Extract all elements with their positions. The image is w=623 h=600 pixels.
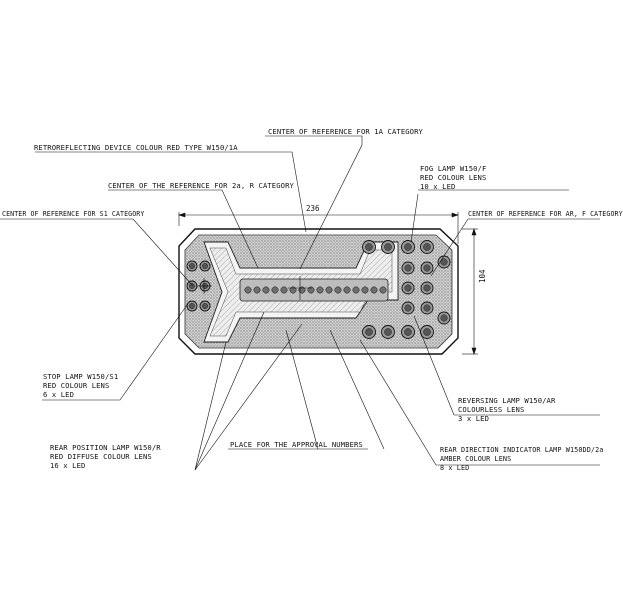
label-center-ar-f: CENTER OF REFERENCE FOR AR, F CATEGORY xyxy=(468,210,623,218)
leader-lines xyxy=(0,135,600,471)
led-reversing xyxy=(401,281,415,295)
led-position xyxy=(343,286,351,294)
stop-lamp-strip xyxy=(239,278,389,302)
led-position xyxy=(370,286,378,294)
led-position xyxy=(334,286,342,294)
led-indicator xyxy=(401,261,415,275)
width-dimension: 236 xyxy=(306,204,320,213)
label-center-s1: CENTER OF REFERENCE FOR S1 CATEGORY xyxy=(2,210,145,218)
led-position xyxy=(271,286,279,294)
led-position xyxy=(253,286,261,294)
led-indicator xyxy=(437,255,451,269)
label-reversing-lamp: REVERSING LAMP W150/AR COLOURLESS LENS 3… xyxy=(458,396,556,423)
led-stop xyxy=(199,260,211,272)
led-position xyxy=(325,286,333,294)
center-marks xyxy=(196,276,312,300)
led-cluster xyxy=(362,240,451,339)
led-fog xyxy=(401,325,415,339)
led-stop xyxy=(186,280,198,292)
technical-drawing xyxy=(0,135,600,471)
label-retroreflecting: RETROREFLECTING DEVICE COLOUR RED TYPE W… xyxy=(34,143,238,152)
led-stop xyxy=(186,300,198,312)
led-indicator xyxy=(437,311,451,325)
led-position xyxy=(262,286,270,294)
led-position xyxy=(316,286,324,294)
led-position xyxy=(244,286,252,294)
led-fog xyxy=(381,325,395,339)
led-indicator xyxy=(420,301,434,315)
led-position xyxy=(289,286,297,294)
led-position xyxy=(298,286,306,294)
label-rear-position-lamp: REAR POSITION LAMP W150/R RED DIFFUSE CO… xyxy=(50,443,161,470)
led-position xyxy=(379,286,387,294)
label-approval-place: PLACE FOR THE APPROVAL NUMBERS xyxy=(230,440,363,449)
label-direction-indicator: REAR DIRECTION INDICATOR LAMP W150DD/2a … xyxy=(440,446,604,472)
label-center-1a: CENTER OF REFERENCE FOR 1A CATEGORY xyxy=(268,127,423,136)
led-indicator xyxy=(401,301,415,315)
label-stop-lamp: STOP LAMP W150/S1 RED COLOUR LENS 6 x LE… xyxy=(43,372,119,399)
led-position xyxy=(280,286,288,294)
led-indicator xyxy=(420,261,434,275)
label-fog-lamp: FOG LAMP W150/F RED COLOUR LENS 10 x LED xyxy=(420,164,487,191)
led-position xyxy=(361,286,369,294)
led-position xyxy=(352,286,360,294)
led-reversing xyxy=(420,281,434,295)
led-fog xyxy=(401,240,415,254)
led-stop xyxy=(186,260,198,272)
led-fog xyxy=(362,325,376,339)
led-fog xyxy=(420,240,434,254)
led-stop xyxy=(199,300,211,312)
led-fog xyxy=(362,240,376,254)
label-center-2a-r: CENTER OF THE REFERENCE FOR 2a, R CATEGO… xyxy=(108,181,294,190)
height-dimension: 104 xyxy=(478,269,487,283)
dimension-lines xyxy=(178,212,478,355)
led-position xyxy=(307,286,315,294)
led-fog xyxy=(381,240,395,254)
